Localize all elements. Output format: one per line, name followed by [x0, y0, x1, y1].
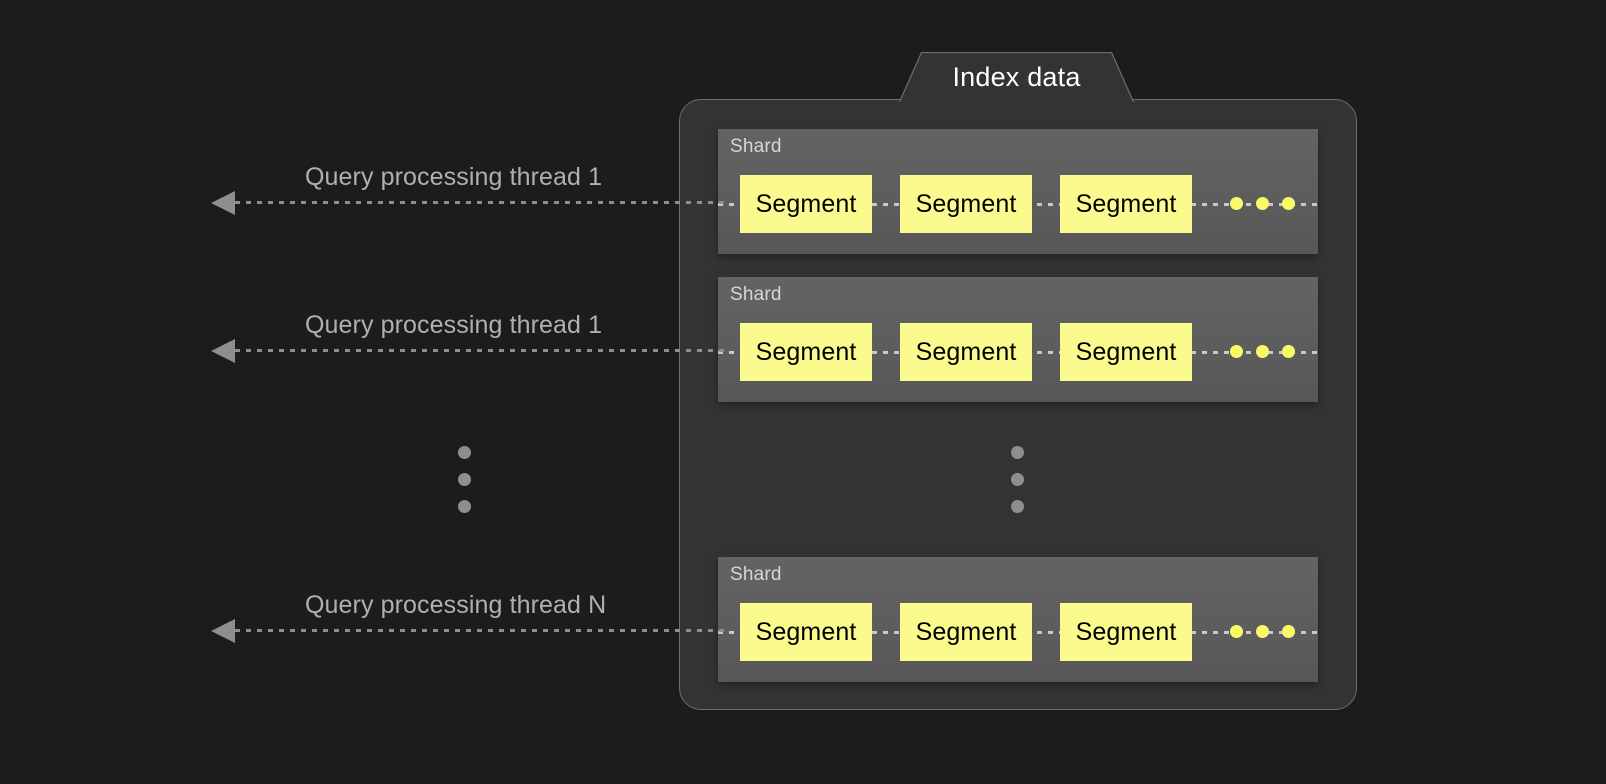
segment-ellipsis-dot — [1282, 625, 1295, 638]
segment-ellipsis-dot — [1230, 345, 1243, 358]
segment-ellipsis-dot — [1230, 197, 1243, 210]
query-thread-label: Query processing thread 1 — [305, 163, 603, 191]
segment-box: Segment — [1060, 603, 1192, 661]
shard-label: Shard — [730, 136, 782, 157]
arrow-left-icon — [211, 191, 235, 215]
query-thread-label: Query processing thread 1 — [305, 311, 603, 339]
ellipsis-dot — [458, 500, 471, 513]
segment-ellipsis-dot — [1230, 625, 1243, 638]
segment-ellipsis-dot — [1282, 197, 1295, 210]
shard-row: Shard Segment Segment Segment — [718, 557, 1318, 682]
segment-box: Segment — [1060, 175, 1192, 233]
ellipsis-dot — [458, 473, 471, 486]
thread-ellipsis-icon — [458, 446, 471, 513]
ellipsis-dot — [458, 446, 471, 459]
segment-box: Segment — [740, 323, 872, 381]
arrow-left-icon — [211, 619, 235, 643]
index-data-title: Index data — [952, 61, 1081, 92]
query-thread-line — [235, 201, 730, 204]
segment-box: Segment — [740, 603, 872, 661]
segment-ellipsis-dot — [1282, 345, 1295, 358]
query-thread-label: Query processing thread N — [305, 591, 607, 619]
segment-box: Segment — [1060, 323, 1192, 381]
segment-box: Segment — [740, 175, 872, 233]
segment-box: Segment — [900, 175, 1032, 233]
segment-box: Segment — [900, 323, 1032, 381]
shard-label: Shard — [730, 284, 782, 305]
query-thread-line — [235, 349, 730, 352]
shard-ellipsis-icon — [1011, 446, 1024, 513]
shard-row: Shard Segment Segment Segment — [718, 277, 1318, 402]
segment-ellipsis-dot — [1256, 345, 1269, 358]
arrow-left-icon — [211, 339, 235, 363]
segment-ellipsis-dot — [1256, 625, 1269, 638]
ellipsis-dot — [1011, 500, 1024, 513]
ellipsis-dot — [1011, 473, 1024, 486]
shard-label: Shard — [730, 564, 782, 585]
segment-ellipsis-dot — [1256, 197, 1269, 210]
query-thread-line — [235, 629, 730, 632]
segment-box: Segment — [900, 603, 1032, 661]
shard-row: Shard Segment Segment Segment — [718, 129, 1318, 254]
ellipsis-dot — [1011, 446, 1024, 459]
